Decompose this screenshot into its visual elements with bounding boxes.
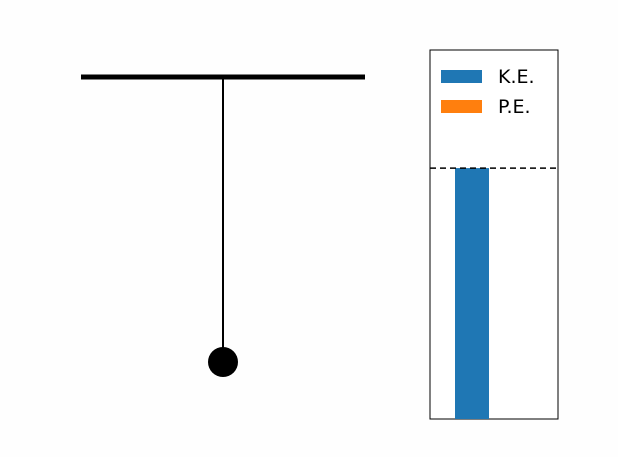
energy-bars xyxy=(455,168,489,419)
legend-swatch-pe xyxy=(441,100,482,113)
legend-label-ke: K.E. xyxy=(498,66,535,88)
pendulum xyxy=(81,74,365,377)
energy-bar-chart: K.E. P.E. xyxy=(429,49,559,420)
pendulum-bob xyxy=(208,347,238,377)
chart-legend: K.E. P.E. xyxy=(441,66,535,118)
legend-swatch-ke xyxy=(441,70,482,83)
bar-ke xyxy=(455,168,489,419)
legend-label-pe: P.E. xyxy=(498,96,531,118)
